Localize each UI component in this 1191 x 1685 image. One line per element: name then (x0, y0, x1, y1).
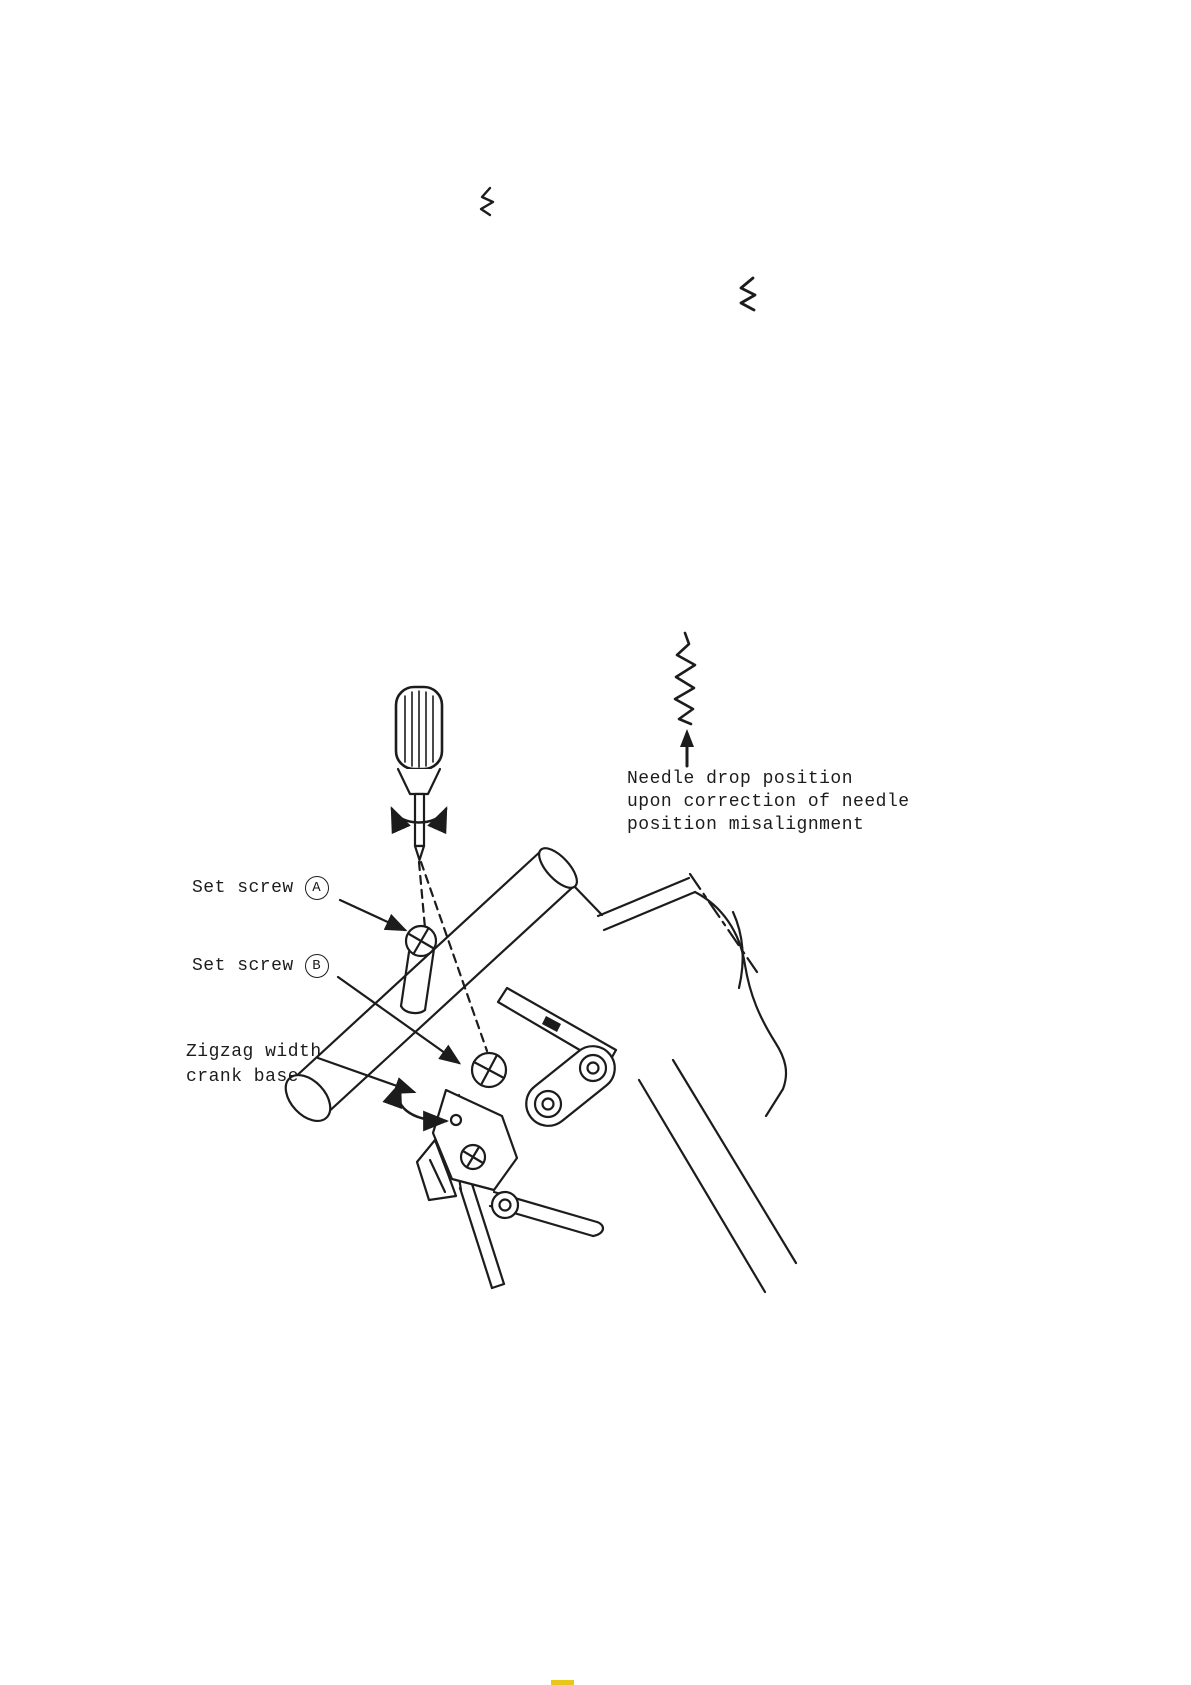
needle-drop-caption: Needle drop position upon correction of … (627, 768, 910, 837)
hinge-bolt (490, 1190, 520, 1220)
crank-base-label-line-1: Zigzag width (186, 1042, 322, 1062)
dashed-guide-lines (417, 860, 489, 1053)
caption-line-1: Needle drop position (627, 769, 854, 789)
curved-double-arrow-icon (382, 1081, 450, 1132)
link-arm (525, 1045, 616, 1127)
label-set-screw-a: Set screw A (192, 876, 329, 900)
leader-arrows (316, 898, 462, 1132)
circled-letter-a: A (304, 876, 329, 900)
label-set-screw-b: Set screw B (192, 954, 329, 978)
leader-set-screw-a (338, 898, 408, 932)
circled-letter-b: B (304, 954, 329, 978)
center-line (688, 872, 759, 974)
screwdriver-icon (394, 685, 444, 862)
small-zigzag-stitch-mark-icon (739, 276, 757, 312)
zigzag-width-crank-base-part (415, 1088, 519, 1202)
zigzag-crank-shaft-tube (284, 847, 578, 1122)
caption-line-2: upon correction of needle (627, 792, 910, 812)
label-zigzag-width-crank-base: Zigzag width crank base (186, 1040, 322, 1090)
set-screw-a-label-text: Set screw (192, 878, 294, 898)
crank-base-label-line-2: crank base (186, 1067, 300, 1087)
caption-line-3: position misalignment (627, 815, 865, 835)
scan-artifact-mark (551, 1680, 574, 1685)
curved-rotation-arrow-icon (390, 806, 448, 835)
up-arrow-icon (680, 729, 694, 768)
set-screw-a (399, 924, 438, 1015)
hinge-bolt-center (498, 1198, 512, 1212)
set-screw-b-label-text: Set screw (192, 956, 294, 976)
machine-frame-outline (572, 872, 798, 1294)
zigzag-stitch-pattern-icon (673, 631, 697, 726)
small-zigzag-stitch-mark-icon (479, 186, 495, 217)
set-screw-b (470, 1051, 508, 1089)
leader-set-screw-b (336, 975, 462, 1065)
